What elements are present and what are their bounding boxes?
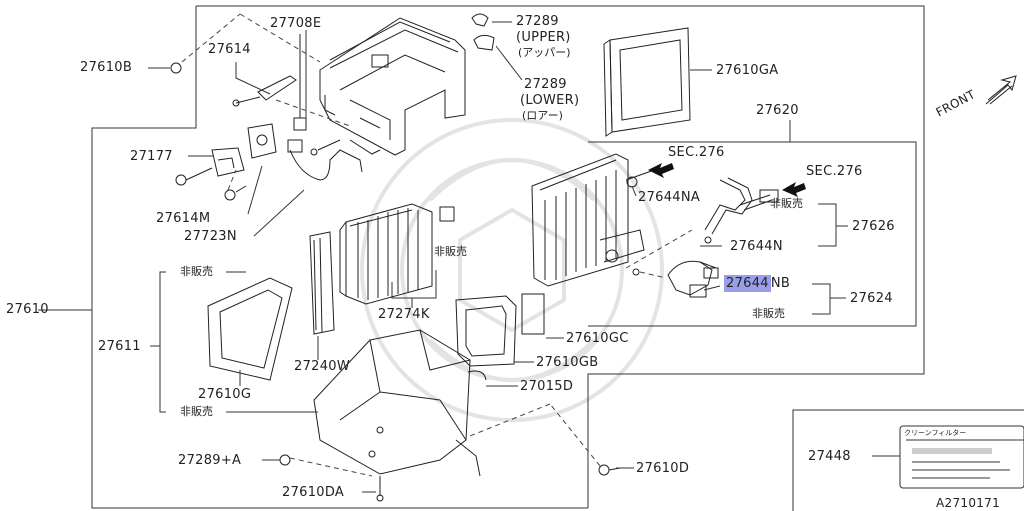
sec-arrows [648,163,806,197]
leader-lines [38,21,900,493]
label-27611: 27611 [98,339,141,354]
label-27626: 27626 [852,219,895,234]
label-27610G: 27610G [198,387,252,402]
label-27448: 27448 [808,449,851,464]
label-27610GC: 27610GC [566,331,629,346]
watermark-emblem [360,118,664,422]
ref-sec276-a: SEC.276 [668,145,725,160]
front-arrow [985,75,1017,105]
seal-27610GA [603,27,691,137]
evaporator [531,153,661,287]
label-27610D: 27610D [636,461,690,476]
lower-case [313,329,487,477]
label-27177: 27177 [130,149,173,164]
part-27610GC [521,293,545,335]
label-lower-jp: (ロアー) [522,109,563,122]
dashed-guides [181,13,693,477]
label-27274K: 27274K [378,307,430,322]
label-lower-en: (LOWER) [520,93,580,108]
label-card-title: クリーンフィルター [904,429,967,437]
label-27240W: 27240W [294,359,351,374]
label-27723N: 27723N [184,229,237,244]
label-card-27448 [899,425,1024,489]
note-hihanbai-2: 非販売 [752,307,785,320]
label-27624: 27624 [850,291,893,306]
seal-27610G [207,277,293,381]
pipe-27626 [704,177,779,244]
label-27644NA: 27644NA [638,190,701,205]
filter-27240W [309,231,335,335]
label-27610GB: 27610GB [536,355,599,370]
label-upper-en: (UPPER) [516,30,571,45]
diagram-id: A2710171 [936,496,1001,510]
expansion-valve-27624 [632,260,719,298]
label-27614: 27614 [208,42,251,57]
screws [170,62,621,502]
label-27644N: 27644N [730,239,783,254]
label-27610: 27610 [6,302,49,317]
label-27610GA: 27610GA [716,63,779,78]
frame-lines [91,5,1024,511]
clips-top [471,13,495,51]
heater-core [339,203,433,305]
label-27015D: 27015D [520,379,574,394]
note-hihanbai-3: 非販売 [434,245,467,258]
label-27610B: 27610B [80,60,133,75]
label-27289-lower: 27289 [524,77,567,92]
label-27708E: 27708E [270,16,322,31]
ref-sec276-b: SEC.276 [806,164,863,179]
note-hihanbai-4: 非販売 [180,265,213,278]
small-parts-upper [175,34,381,201]
label-27289A: 27289+A [178,453,242,468]
label-27289-upper: 27289 [516,14,559,29]
note-hihanbai-5: 非販売 [180,405,213,418]
seal-27610GB [455,295,517,367]
label-27610DA: 27610DA [282,485,345,500]
label-upper-jp: (アッパー) [518,46,571,59]
highlight-27644: 27644 [724,275,771,292]
note-hihanbai-1: 非販売 [770,197,803,210]
label-27620: 27620 [756,103,799,118]
label-27614M: 27614M [156,211,211,226]
upper-housing [319,17,466,156]
small-card [439,206,455,222]
